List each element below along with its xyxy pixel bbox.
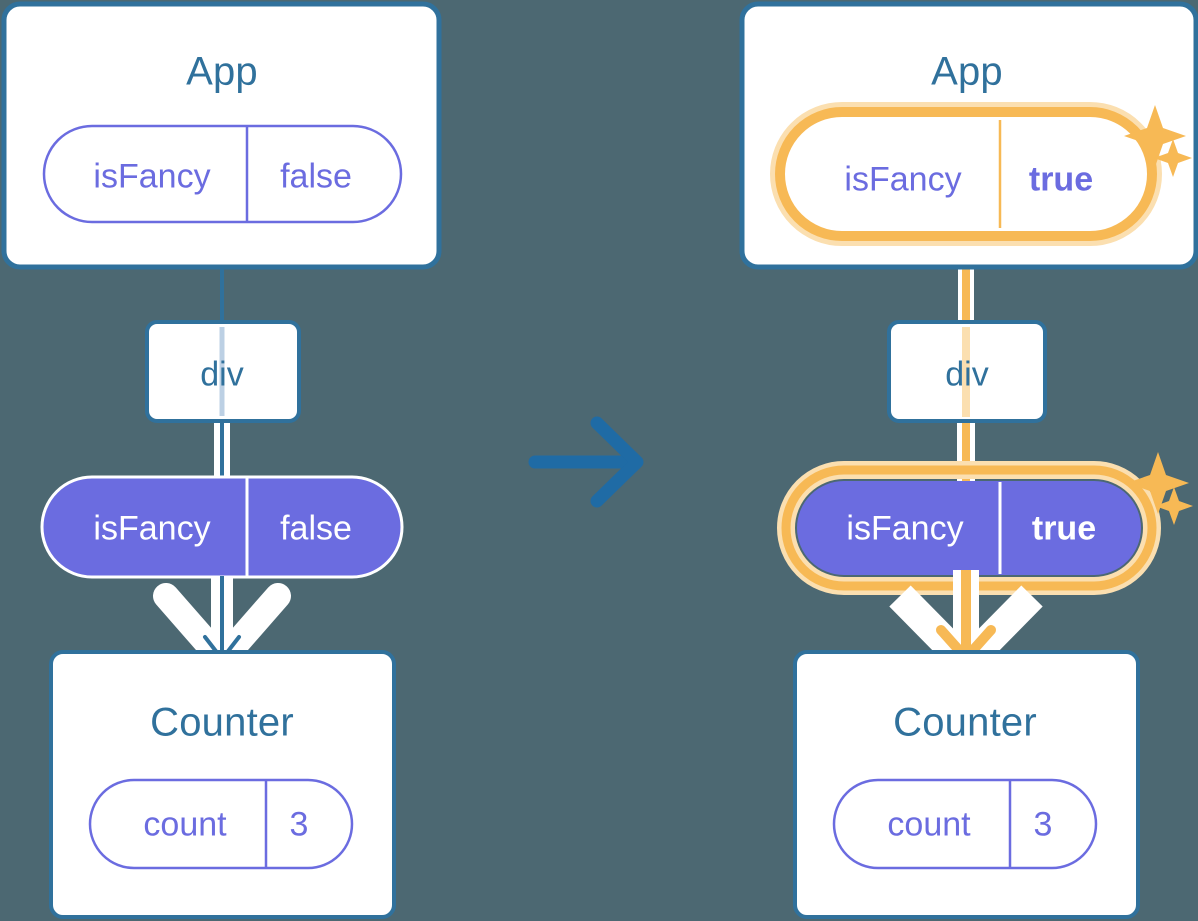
- app-pill-left: [42, 124, 403, 224]
- counter-pill-left: [88, 778, 354, 870]
- right-arrow-icon: [528, 416, 644, 508]
- counter-pill-right: [832, 778, 1098, 870]
- sparkle-large-icon: [1124, 105, 1186, 167]
- app-pill-right: [794, 126, 1138, 222]
- sparkle-icon-app-right: [1124, 105, 1192, 177]
- sparkle-large-icon: [1127, 452, 1189, 514]
- sparkle-small-icon: [1154, 139, 1192, 177]
- sparkle-icon-prop-right: [1127, 452, 1193, 525]
- sparkle-small-icon: [1155, 487, 1193, 525]
- prop-pill-left: [40, 475, 404, 579]
- prop-pill-right: [797, 481, 1141, 575]
